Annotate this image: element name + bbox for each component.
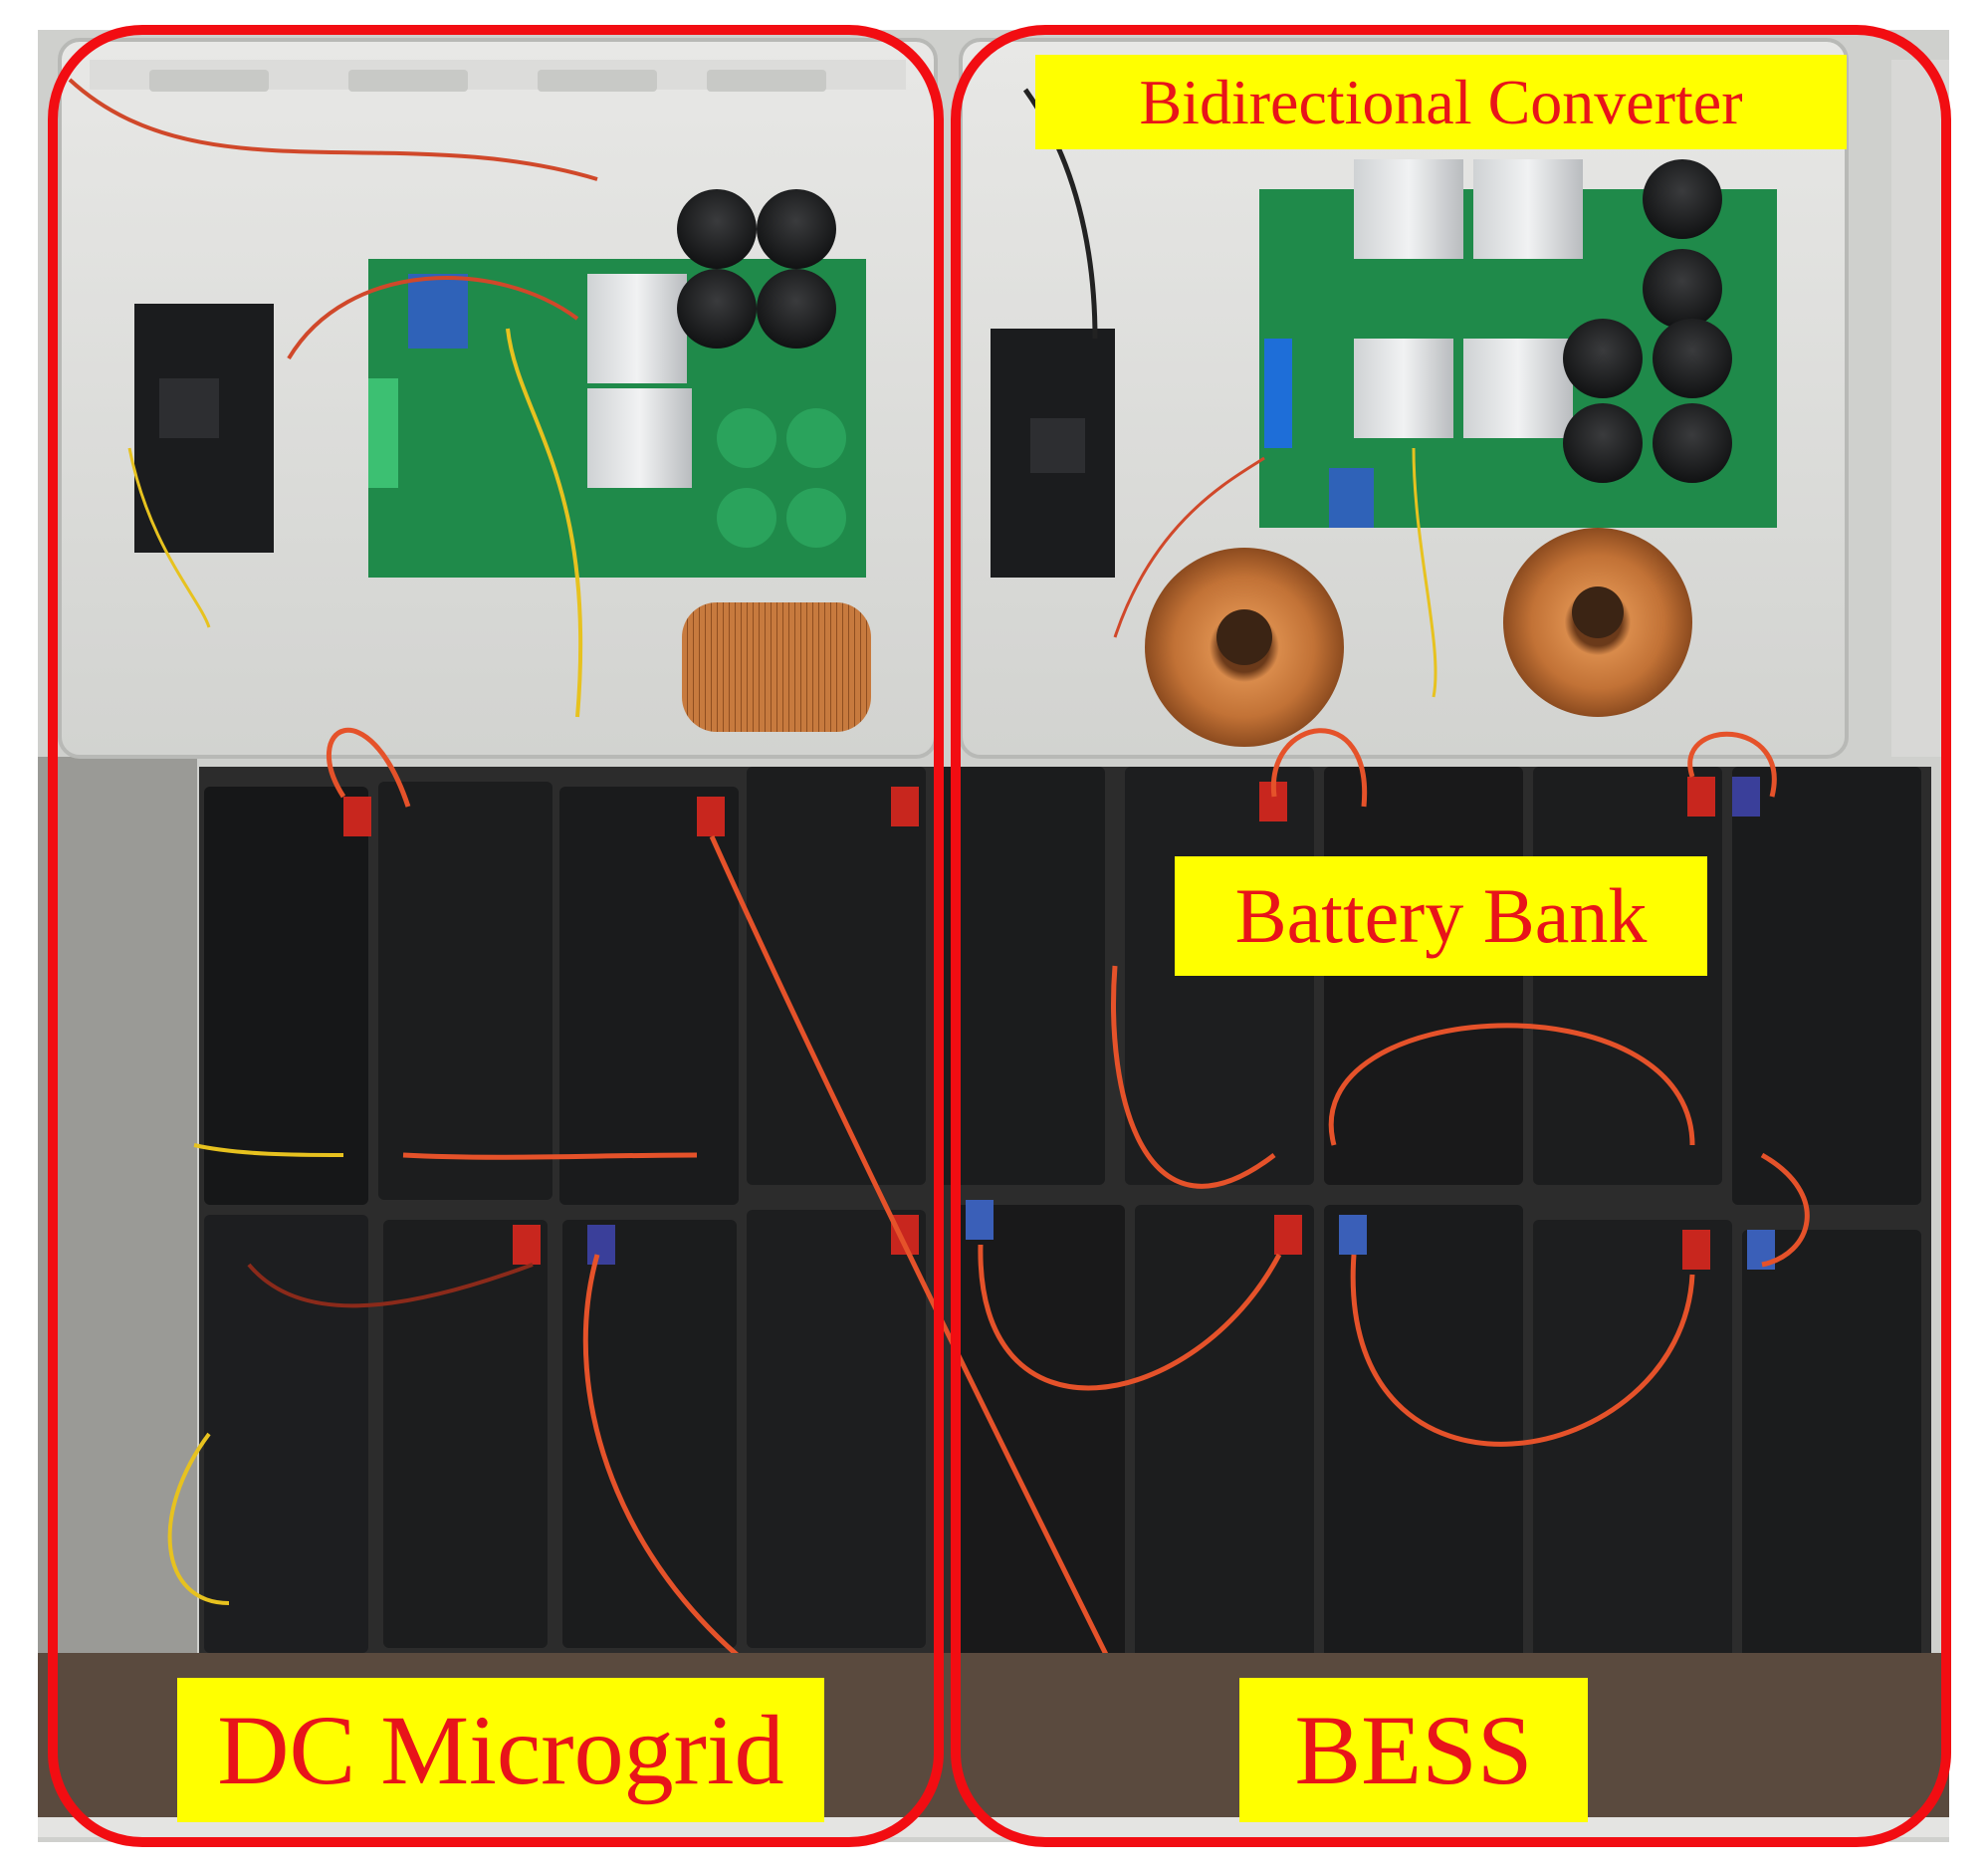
dc-microgrid-label: DC Microgrid <box>177 1678 824 1822</box>
battery-bank-label: Battery Bank <box>1175 856 1707 976</box>
battery-bank <box>167 727 1931 1834</box>
bess-frame <box>951 25 1951 1847</box>
bess-label: BESS <box>1239 1678 1588 1822</box>
bidirectional-converter-enclosure <box>959 38 1849 759</box>
dc-microgrid-enclosure <box>58 38 938 759</box>
bidirectional-converter-label: Bidirectional Converter <box>1035 55 1847 149</box>
dc-microgrid-frame <box>48 25 944 1847</box>
